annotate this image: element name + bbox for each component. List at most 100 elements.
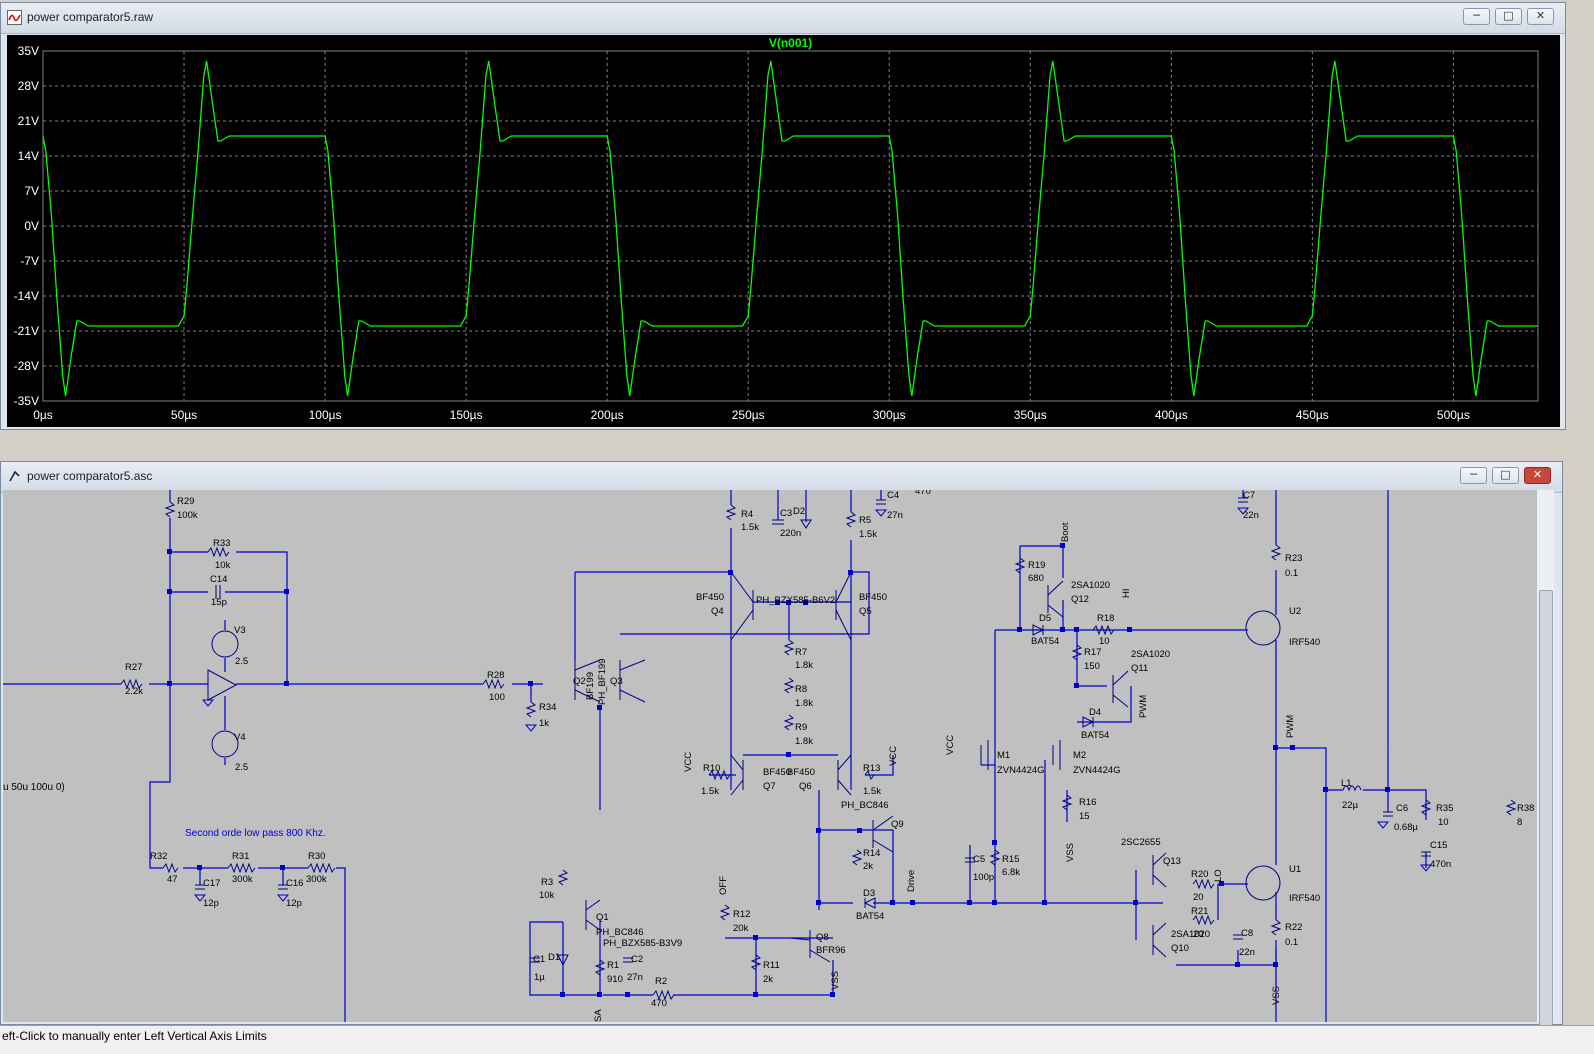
label: 22n: [1239, 947, 1255, 958]
label: R13: [863, 763, 880, 774]
label: R9: [795, 722, 807, 733]
label: D4: [1089, 707, 1101, 718]
label: PWM: [1138, 695, 1149, 718]
label: R32: [150, 851, 167, 862]
status-bar: eft-Click to manually enter Left Vertica…: [0, 1025, 1594, 1054]
maximize-button[interactable]: □: [1495, 8, 1522, 25]
y-tick-label: -35V: [14, 394, 39, 408]
label: 1.5k: [859, 529, 877, 540]
schematic-canvas[interactable]: R29 100k R33 10k C14 15p V3 2.5 V4 2.5 R…: [3, 490, 1536, 1022]
label: BF450: [787, 767, 815, 778]
schematic-components: [120, 497, 1517, 1001]
label: 10k: [539, 890, 555, 901]
label: VCC: [945, 735, 956, 755]
ground-symbols: [193, 507, 1433, 902]
x-tick-label: 300µs: [873, 408, 906, 422]
label: 10: [1099, 636, 1110, 647]
label: 2SA1020: [1071, 580, 1110, 591]
schematic-titlebar[interactable]: power comparator5.asc ─ □ ✕: [1, 462, 1562, 493]
close-button[interactable]: ✕: [1527, 8, 1554, 25]
component-labels: R29 100k R33 10k C14 15p V3 2.5 V4 2.5 R…: [125, 490, 1534, 1022]
scroll-thumb[interactable]: [1539, 590, 1553, 1032]
label: C14: [210, 574, 227, 585]
label: 1.5k: [863, 786, 881, 797]
label: R3: [541, 877, 553, 888]
label: R14: [863, 848, 880, 859]
label: 12p: [203, 898, 219, 909]
label: 22µ: [1342, 800, 1359, 811]
y-tick-label: 14V: [18, 149, 39, 163]
label: BFR96: [816, 945, 846, 956]
label: VSS: [830, 971, 841, 990]
x-tick-label: 500µs: [1437, 408, 1470, 422]
schematic-vertical-scrollbar[interactable]: [1536, 490, 1554, 1032]
label: Q12: [1071, 594, 1089, 605]
label: VSS: [1271, 986, 1282, 1005]
label: BF199: [585, 672, 596, 700]
schematic-minimize-button[interactable]: ─: [1460, 467, 1487, 484]
label: D1: [548, 952, 560, 963]
label: C3: [780, 508, 792, 519]
label: C7: [1243, 490, 1255, 501]
label: R17: [1084, 647, 1101, 658]
label: R18: [1097, 613, 1114, 624]
label: BF450: [763, 767, 791, 778]
label: 6.8k: [1002, 867, 1020, 878]
label: V4: [234, 732, 246, 743]
label: PH_BC846: [596, 927, 644, 938]
source-fragment: u 50u 100u 0): [3, 782, 65, 793]
label: Q7: [763, 781, 776, 792]
x-tick-label: 250µs: [732, 408, 765, 422]
y-tick-label: -28V: [14, 359, 39, 373]
label: PWM: [1285, 715, 1296, 738]
label: R35: [1436, 803, 1453, 814]
schematic-close-button[interactable]: ✕: [1524, 467, 1551, 484]
label: Q11: [1131, 663, 1148, 674]
label: R4: [741, 509, 753, 520]
label: R28: [487, 670, 504, 681]
label: R38: [1517, 803, 1534, 814]
label: 15: [1079, 811, 1090, 822]
label: ZVN4424G: [1073, 765, 1121, 776]
label: C15: [1430, 840, 1447, 851]
label: R19: [1028, 560, 1045, 571]
label: IRF540: [1289, 893, 1320, 904]
label: R30: [308, 851, 325, 862]
label: OFF: [718, 876, 729, 895]
label: 8: [1517, 817, 1522, 828]
minimize-button[interactable]: ─: [1463, 8, 1490, 25]
label: 910: [607, 974, 623, 985]
label: VCC: [888, 746, 899, 766]
label: U2: [1289, 606, 1301, 617]
label: R11: [763, 960, 780, 971]
y-tick-label: 7V: [24, 184, 39, 198]
waveform-titlebar[interactable]: power comparator5.raw ─ □ ✕: [1, 3, 1565, 34]
label: Q10: [1171, 943, 1189, 954]
label: HI: [1121, 589, 1132, 599]
label: PH_BZX585-B3V9: [603, 938, 682, 949]
label: D5: [1039, 613, 1051, 624]
label: 150: [1084, 661, 1100, 672]
label: 0.1: [1285, 568, 1298, 579]
label: V3: [234, 625, 246, 636]
label: 470: [651, 998, 667, 1009]
label: BF450: [859, 592, 887, 603]
schematic-drawing[interactable]: R29 100k R33 10k C14 15p V3 2.5 V4 2.5 R…: [3, 490, 1536, 1022]
label: 100: [489, 692, 505, 703]
label: SA: [593, 1009, 604, 1022]
x-tick-label: 200µs: [591, 408, 624, 422]
label: Q6: [799, 781, 812, 792]
label: R5: [859, 515, 871, 526]
label: Q13: [1163, 856, 1181, 867]
label: R29: [177, 496, 194, 507]
series-line: [42, 60, 1538, 397]
schematic-maximize-button[interactable]: □: [1492, 467, 1519, 484]
label: 1.8k: [795, 660, 813, 671]
label: R20: [1191, 869, 1208, 880]
label: R12: [733, 909, 750, 920]
label: 2SA1020: [1171, 929, 1210, 940]
trace-title: V(n001): [769, 36, 812, 50]
y-tick-label: 35V: [18, 44, 39, 58]
